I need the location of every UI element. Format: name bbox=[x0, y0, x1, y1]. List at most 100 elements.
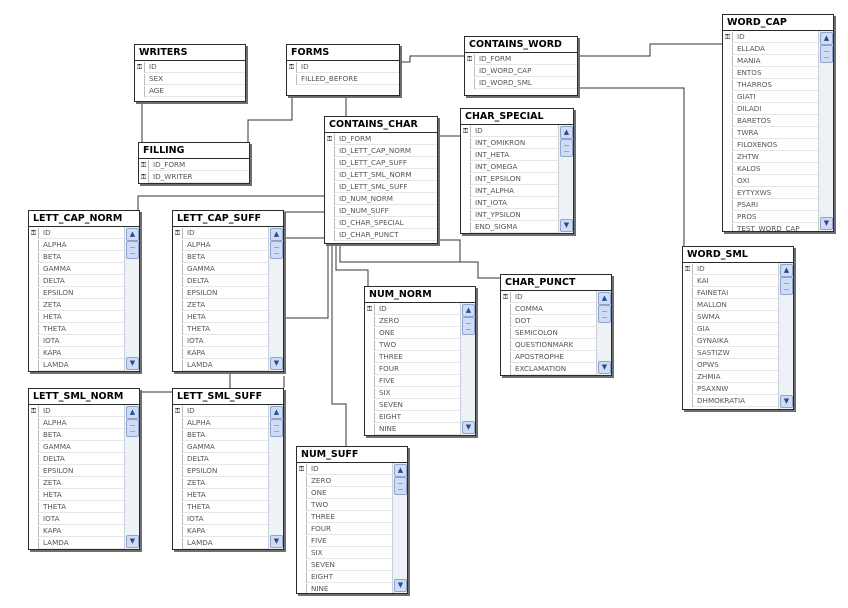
column-row[interactable]: IOTA bbox=[29, 335, 125, 347]
scrollbar[interactable]: ▲▼ bbox=[124, 227, 139, 371]
column-row[interactable]: LAMDA bbox=[29, 537, 125, 549]
scroll-thumb[interactable] bbox=[394, 477, 407, 495]
column-row[interactable]: ⚿ID_WRITER bbox=[139, 171, 249, 183]
column-row[interactable]: THETA bbox=[29, 501, 125, 513]
column-row[interactable]: THETA bbox=[29, 323, 125, 335]
column-row[interactable]: HETA bbox=[173, 489, 269, 501]
column-row[interactable]: INT_ALPHA bbox=[461, 185, 559, 197]
column-row[interactable]: DHMOKRATIA bbox=[683, 395, 779, 407]
column-row[interactable]: GAMMA bbox=[29, 441, 125, 453]
scrollbar[interactable]: ▲▼ bbox=[268, 405, 283, 549]
column-row[interactable]: GAMMA bbox=[29, 263, 125, 275]
column-row[interactable]: EIGHT bbox=[297, 571, 393, 583]
column-row[interactable]: ALPHA bbox=[29, 239, 125, 251]
column-row[interactable]: INT_YPSILON bbox=[461, 209, 559, 221]
column-row[interactable]: INT_OMIKRON bbox=[461, 137, 559, 149]
column-row[interactable]: EXCLAMATION bbox=[501, 363, 597, 375]
scroll-up-icon[interactable]: ▲ bbox=[598, 292, 611, 305]
column-row[interactable]: SIX bbox=[365, 387, 461, 399]
column-row[interactable]: ⚿ID_FORM bbox=[325, 133, 437, 145]
column-row[interactable]: SEVEN bbox=[365, 399, 461, 411]
column-row[interactable]: IOTA bbox=[29, 513, 125, 525]
scroll-down-icon[interactable]: ▼ bbox=[462, 421, 475, 434]
scroll-up-icon[interactable]: ▲ bbox=[270, 406, 283, 419]
column-row[interactable]: THARROS bbox=[723, 79, 819, 91]
column-row[interactable]: ⚿ID bbox=[461, 125, 559, 137]
scrollbar[interactable]: ▲▼ bbox=[818, 31, 833, 231]
column-row[interactable]: INT_IOTA bbox=[461, 197, 559, 209]
column-row[interactable]: GIA bbox=[683, 323, 779, 335]
column-row[interactable]: QUESTIONMARK bbox=[501, 339, 597, 351]
column-row[interactable]: EIGHT bbox=[365, 411, 461, 423]
column-row[interactable]: ⚿ID bbox=[501, 291, 597, 303]
column-row[interactable]: FILOXENOS bbox=[723, 139, 819, 151]
scroll-down-icon[interactable]: ▼ bbox=[780, 395, 793, 408]
column-row[interactable]: ⚿ID bbox=[135, 61, 245, 73]
column-row[interactable]: ⚿ID_FORM bbox=[139, 159, 249, 171]
column-row[interactable]: GIATI bbox=[723, 91, 819, 103]
column-row[interactable]: THREE bbox=[365, 351, 461, 363]
column-row[interactable]: OXI bbox=[723, 175, 819, 187]
scrollbar[interactable]: ▲▼ bbox=[778, 263, 793, 409]
scroll-thumb[interactable] bbox=[270, 419, 283, 437]
column-row[interactable]: ID_LETT_CAP_NORM bbox=[325, 145, 437, 157]
scroll-down-icon[interactable]: ▼ bbox=[126, 357, 139, 370]
column-row[interactable]: ID_LETT_SML_SUFF bbox=[325, 181, 437, 193]
column-row[interactable]: ID_LETT_CAP_SUFF bbox=[325, 157, 437, 169]
column-row[interactable]: ⚿ID bbox=[29, 227, 125, 239]
column-row[interactable]: INT_HETA bbox=[461, 149, 559, 161]
scrollbar[interactable]: ▲▼ bbox=[392, 463, 407, 593]
column-row[interactable]: DILADI bbox=[723, 103, 819, 115]
column-row[interactable]: ⚿ID bbox=[365, 303, 461, 315]
column-row[interactable]: ONE bbox=[365, 327, 461, 339]
scroll-thumb[interactable] bbox=[126, 419, 139, 437]
column-row[interactable]: FILLED_BEFORE bbox=[287, 73, 399, 85]
column-row[interactable]: AGE bbox=[135, 85, 245, 97]
column-row[interactable]: ELLADA bbox=[723, 43, 819, 55]
column-row[interactable]: APOSTROPHE bbox=[501, 351, 597, 363]
column-row[interactable]: HETA bbox=[173, 311, 269, 323]
scroll-up-icon[interactable]: ▲ bbox=[126, 228, 139, 241]
column-row[interactable]: ZHMIA bbox=[683, 371, 779, 383]
scrollbar[interactable]: ▲▼ bbox=[558, 125, 573, 233]
column-row[interactable]: BETA bbox=[29, 429, 125, 441]
column-row[interactable]: LAMDA bbox=[173, 359, 269, 371]
column-row[interactable]: ID_WORD_CAP bbox=[465, 65, 577, 77]
column-row[interactable]: TEST_WORD_CAP bbox=[723, 223, 819, 231]
column-row[interactable]: ZHTW bbox=[723, 151, 819, 163]
scroll-up-icon[interactable]: ▲ bbox=[780, 264, 793, 277]
column-row[interactable]: PSAXNW bbox=[683, 383, 779, 395]
column-row[interactable]: DELTA bbox=[173, 453, 269, 465]
column-row[interactable]: ID_NUM_SUFF bbox=[325, 205, 437, 217]
scroll-down-icon[interactable]: ▼ bbox=[270, 535, 283, 548]
scroll-thumb[interactable] bbox=[126, 241, 139, 259]
column-row[interactable]: ZERO bbox=[297, 475, 393, 487]
column-row[interactable]: SEX bbox=[135, 73, 245, 85]
scroll-down-icon[interactable]: ▼ bbox=[126, 535, 139, 548]
column-row[interactable]: BETA bbox=[29, 251, 125, 263]
column-row[interactable]: PROS bbox=[723, 211, 819, 223]
column-row[interactable]: ZETA bbox=[29, 299, 125, 311]
column-row[interactable]: IOTA bbox=[173, 335, 269, 347]
column-row[interactable]: NINE bbox=[365, 423, 461, 435]
column-row[interactable]: NINE bbox=[297, 583, 393, 593]
scroll-up-icon[interactable]: ▲ bbox=[394, 464, 407, 477]
scroll-up-icon[interactable]: ▲ bbox=[126, 406, 139, 419]
column-row[interactable]: COMMA bbox=[501, 303, 597, 315]
column-row[interactable]: IOTA bbox=[173, 513, 269, 525]
column-row[interactable]: ZERO bbox=[365, 315, 461, 327]
column-row[interactable]: KAPA bbox=[173, 347, 269, 359]
column-row[interactable]: DELTA bbox=[29, 453, 125, 465]
column-row[interactable]: THETA bbox=[173, 501, 269, 513]
scrollbar[interactable]: ▲▼ bbox=[460, 303, 475, 435]
column-row[interactable]: FOUR bbox=[365, 363, 461, 375]
column-row[interactable]: ⚿ID_FORM bbox=[465, 53, 577, 65]
